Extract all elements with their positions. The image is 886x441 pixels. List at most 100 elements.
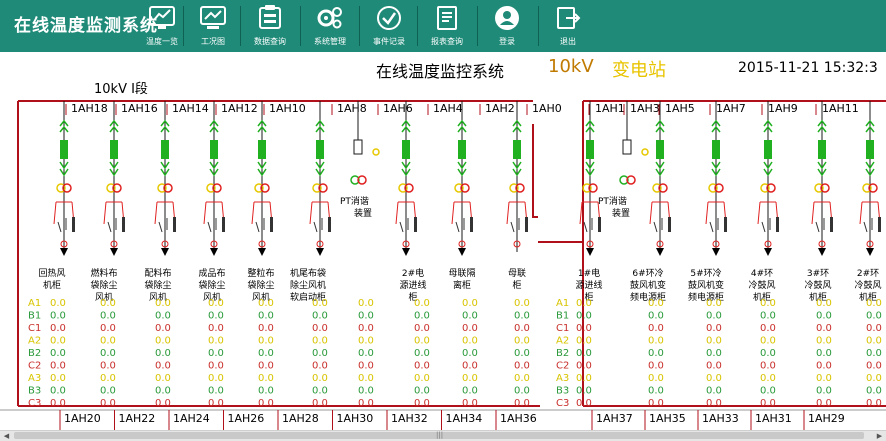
- nav-item-6[interactable]: 登录: [479, 4, 535, 50]
- nav-item-5[interactable]: 报表查询: [419, 4, 475, 50]
- feeder-name: 离柜: [453, 279, 471, 291]
- cabinet-label-bottom: 1AH34: [446, 412, 483, 425]
- scroll-thumb[interactable]: |||: [14, 432, 864, 439]
- ct-red-icon: [658, 183, 668, 193]
- nav-item-4[interactable]: 事件记录: [361, 4, 417, 50]
- scroll-grip-icon: |||: [436, 431, 444, 439]
- bottom-label-band: [0, 410, 886, 430]
- scroll-left-arrow-icon[interactable]: ◀: [3, 432, 10, 440]
- single-line-diagram: 在线温度监控系统 10kV 变电站 2015-11-21 15:32:3 10k…: [0, 52, 886, 430]
- nav-separator: [477, 6, 478, 46]
- temperature-reading: 0.0: [258, 323, 274, 334]
- down-arrow-icon: [209, 161, 219, 177]
- temperature-reading: 0.0: [100, 298, 116, 309]
- breaker-switch-icon: [764, 140, 772, 159]
- outgoing-arrow-icon: [866, 248, 874, 256]
- ct-yellow-icon: [708, 183, 718, 193]
- cabinet-label-top: 1AH2: [485, 102, 515, 115]
- grounding-switch-icon: [313, 218, 323, 233]
- cabinet-label-top: 1AH11: [822, 102, 859, 115]
- temperature-reading: 0.0: [514, 298, 530, 309]
- fuse-icon: [328, 217, 331, 232]
- down-arrow-icon: [401, 161, 411, 177]
- temperature-reading: 0.0: [866, 323, 882, 334]
- temperature-reading: 0.0: [462, 336, 478, 347]
- nav-item-1[interactable]: 工况图: [185, 4, 241, 50]
- pt-fuse-icon: [353, 139, 363, 155]
- feeder-name: 鼓风机变: [630, 279, 666, 291]
- temperature-reading: 0.0: [816, 373, 832, 384]
- breaker-switch-icon: [110, 140, 118, 159]
- temperature-reading: 0.0: [648, 361, 664, 372]
- nav-item-3[interactable]: 系统管理: [302, 4, 358, 50]
- down-arrow-icon: [655, 161, 665, 177]
- down-arrow-icon: [160, 161, 170, 177]
- temperature-reading: 0.0: [358, 398, 374, 409]
- temperature-reading: 0.0: [208, 323, 224, 334]
- temperature-reading: 0.0: [208, 373, 224, 384]
- pt-cabinet: [350, 101, 380, 185]
- temperature-reading: 0.0: [358, 361, 374, 372]
- ct-yellow-icon: [398, 183, 408, 193]
- temperature-reading: 0.0: [155, 348, 171, 359]
- pt-transformer-icon: [619, 175, 629, 185]
- grounding-switch-icon: [761, 218, 771, 233]
- temperature-reading: 0.0: [312, 311, 328, 322]
- nav-item-7[interactable]: 退出: [540, 4, 596, 50]
- nav-label: 退出: [560, 37, 576, 46]
- breaker-switch-icon: [258, 140, 266, 159]
- temperature-reading: 0.0: [866, 398, 882, 409]
- outgoing-arrow-icon: [60, 248, 68, 256]
- temperature-reading: 0.0: [648, 398, 664, 409]
- breaker-switch-icon: [818, 140, 826, 159]
- fuse-icon: [173, 217, 176, 232]
- phase-label: B2: [556, 348, 569, 359]
- nav-item-0[interactable]: 温度一览: [134, 4, 190, 50]
- temperature-reading: 0.0: [648, 323, 664, 334]
- temperature-reading: 0.0: [208, 348, 224, 359]
- app-title: 在线温度监测系统: [14, 16, 158, 36]
- feeder-branch: [53, 101, 75, 256]
- temperature-reading: 0.0: [155, 361, 171, 372]
- cabinet-label-top: 1AH18: [71, 102, 108, 115]
- nav-label: 报表查询: [431, 37, 463, 46]
- down-arrow-icon: [457, 161, 467, 177]
- nav-label: 登录: [499, 37, 515, 46]
- feeder-name: 源进线: [399, 279, 426, 291]
- temperature-reading: 0.0: [816, 398, 832, 409]
- temperature-reading: 0.0: [816, 311, 832, 322]
- grounding-switch-icon: [57, 218, 67, 233]
- temperature-reading: 0.0: [816, 348, 832, 359]
- down-arrow-icon: [59, 161, 69, 177]
- feeder-branch: [506, 101, 528, 252]
- feeder-branch: [203, 101, 225, 256]
- ct-red-icon: [588, 183, 598, 193]
- feeder-name: 燃料布: [90, 267, 117, 279]
- feeder-name: 冷鼓风: [854, 279, 881, 291]
- temperature-reading: 0.0: [358, 323, 374, 334]
- nav-label: 事件记录: [373, 37, 405, 46]
- dashboard-icon: [149, 6, 175, 29]
- ct-red-icon: [820, 183, 830, 193]
- cable-head-icon: [818, 240, 826, 248]
- temperature-reading: 0.0: [414, 311, 430, 322]
- outgoing-arrow-icon: [110, 248, 118, 256]
- feeder-name: 风机: [252, 291, 270, 303]
- feeder-name: 机柜: [753, 291, 771, 303]
- temperature-reading: 0.0: [866, 298, 882, 309]
- nav-item-2[interactable]: 数据查询: [242, 4, 298, 50]
- phase-label: A2: [556, 336, 569, 347]
- ct-yellow-icon: [509, 183, 519, 193]
- outgoing-arrow-icon: [402, 248, 410, 256]
- scroll-right-arrow-icon[interactable]: ▶: [876, 432, 883, 440]
- ct-red-icon: [112, 183, 122, 193]
- feeder-name: 2#环: [857, 268, 879, 279]
- feeder-name: 频电源柜: [630, 291, 666, 303]
- breaker-switch-icon: [586, 140, 594, 159]
- horizontal-scrollbar[interactable]: ◀ ||| ▶: [0, 430, 886, 441]
- cabinet-label-top: 1AH10: [269, 102, 306, 115]
- feeder-name: 机柜: [859, 291, 877, 303]
- temperature-reading: 0.0: [648, 298, 664, 309]
- station-name: 变电站: [612, 60, 666, 81]
